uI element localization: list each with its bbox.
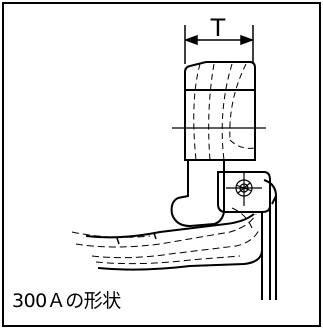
tread-block — [184, 61, 256, 161]
mount-section — [170, 160, 225, 228]
lower-arm-ticks — [116, 232, 157, 245]
caption: 300Ａの形状 — [12, 290, 121, 312]
drawing-border — [2, 2, 321, 327]
tread-hidden-lines — [193, 63, 256, 161]
dimension-t — [183, 25, 255, 64]
lower-arm — [85, 213, 263, 271]
bolt-housing — [217, 171, 278, 213]
bolt-icon — [226, 172, 262, 206]
lower-arm-hidden-lines — [71, 207, 261, 265]
side-rail — [261, 196, 277, 300]
dimension-label: T — [210, 14, 226, 42]
